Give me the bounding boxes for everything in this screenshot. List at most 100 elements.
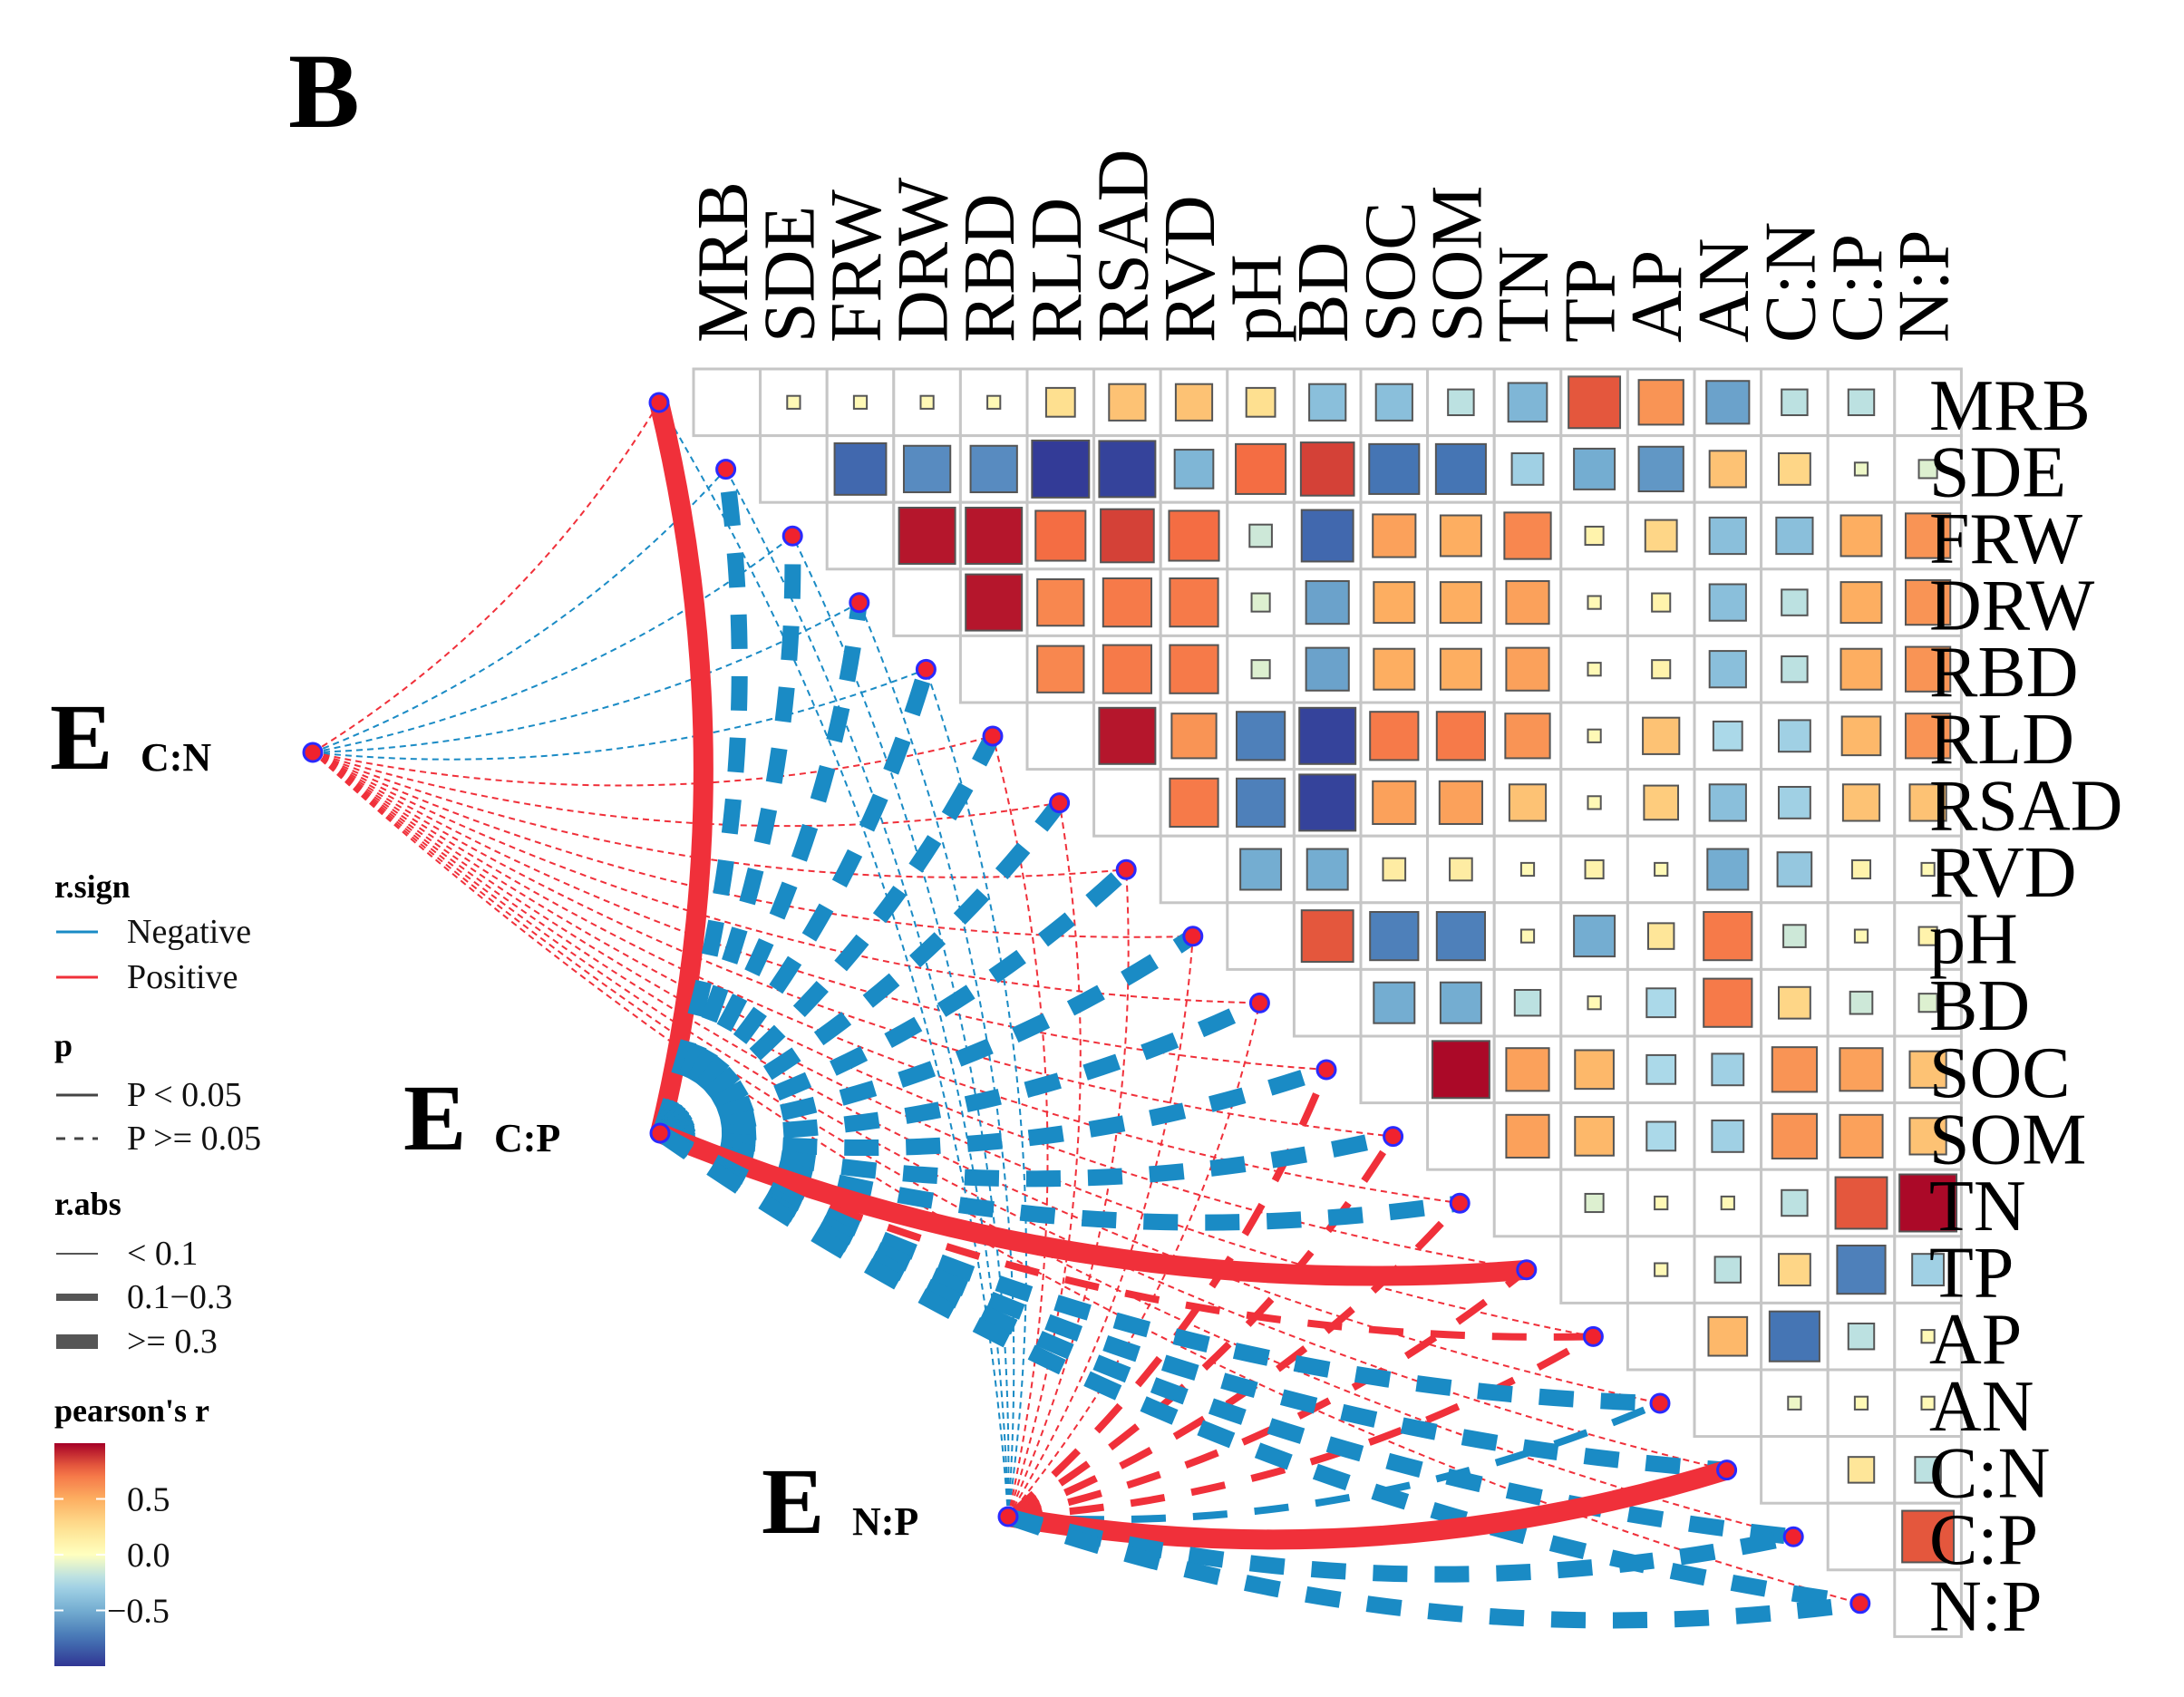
column-label: C:P (1818, 234, 1898, 343)
mantel-link (1007, 1400, 1662, 1524)
row-label: RVD (1929, 833, 2077, 913)
heatmap-square (1374, 383, 1413, 422)
heatmap-square (1708, 783, 1747, 822)
heatmap-square (1568, 375, 1622, 430)
variable-node (1049, 792, 1071, 814)
mantel-link (1005, 1134, 1396, 1520)
heatmap-square (986, 394, 1002, 410)
legend-label: Negative (127, 913, 251, 951)
heatmap-cell (1893, 367, 1963, 438)
heatmap-square (1250, 592, 1271, 613)
variable-node (1516, 1259, 1538, 1281)
variable-node (1849, 1593, 1871, 1615)
heatmap-square (1781, 655, 1809, 684)
heatmap-cell (958, 634, 1029, 704)
mantel-link (657, 1125, 1461, 1231)
heatmap-square (1645, 1053, 1677, 1085)
heatmap-square (1771, 1046, 1819, 1093)
mantel-link (312, 752, 1060, 828)
heatmap-square (1708, 516, 1747, 556)
heatmap-square (1853, 1395, 1869, 1411)
heatmap-cell (1559, 967, 1629, 1038)
heatmap-square (1920, 1395, 1936, 1411)
heatmap-square (1646, 922, 1675, 950)
variable-node (1248, 992, 1270, 1013)
heatmap-square (1853, 461, 1869, 477)
heatmap-square (1839, 581, 1883, 625)
heatmap-cell (1359, 1034, 1430, 1105)
variable-node (1649, 1392, 1671, 1414)
mantel-link (1007, 1266, 1529, 1520)
heatmap-square (1574, 1116, 1615, 1157)
heatmap-square (1908, 783, 1947, 822)
heatmap-square (1711, 1119, 1745, 1153)
mantel-link (655, 1126, 1862, 1612)
row-label: C:P (1929, 1500, 2038, 1580)
mantel-group-subscript: C:N (141, 735, 211, 780)
column-label: RBD (950, 194, 1030, 344)
heatmap-square (1642, 716, 1681, 755)
heatmap-square (1235, 711, 1286, 761)
heatmap-square (1508, 783, 1548, 822)
heatmap-square (919, 394, 935, 410)
heatmap-square (1836, 1244, 1887, 1295)
mantel-link (724, 469, 1009, 1518)
heatmap-square (1777, 785, 1811, 819)
mantel-link (312, 752, 1393, 1138)
mantel-link (655, 732, 1001, 1140)
mantel-link (655, 1123, 1528, 1286)
mantel-link (312, 535, 793, 753)
heatmap-square (1708, 450, 1747, 489)
column-label: AP (1617, 250, 1697, 343)
mantel-link (1005, 1508, 1796, 1583)
legend-label: Positive (127, 958, 238, 996)
heatmap-square (1372, 513, 1417, 558)
heatmap-square (1839, 1113, 1884, 1159)
column-label: SDE (750, 206, 830, 343)
heatmap-square (1098, 440, 1157, 499)
mantel-group-subscript: N:P (852, 1499, 918, 1544)
heatmap-cell (1760, 1435, 1830, 1505)
legend-title: p (54, 1027, 73, 1063)
heatmap-square (1654, 1195, 1669, 1211)
heatmap-square (833, 441, 888, 496)
heatmap-square (1776, 851, 1813, 887)
heatmap-square (1169, 577, 1219, 628)
heatmap-square (1108, 383, 1147, 422)
heatmap-square (1904, 578, 1952, 626)
heatmap-square (1777, 451, 1811, 486)
colorbar-tick-label: 0.5 (127, 1481, 170, 1519)
heatmap-cell (1159, 834, 1229, 905)
heatmap-square (1908, 1117, 1947, 1156)
heatmap-square (1373, 981, 1416, 1024)
mantel-link (312, 402, 660, 753)
correlation-heatmap (692, 367, 1963, 1638)
mantel-link (1006, 1460, 1730, 1550)
mantel-link (1007, 1003, 1261, 1518)
heatmap-square (1920, 1329, 1936, 1344)
heatmap-square (898, 507, 956, 565)
group-node (649, 1122, 671, 1144)
heatmap-cell (1760, 634, 1830, 704)
heatmap-cell (1426, 1101, 1496, 1171)
heatmap-square (1169, 777, 1219, 829)
mantel-link (655, 1126, 1728, 1479)
heatmap-square (1645, 1120, 1677, 1152)
heatmap-square (1645, 987, 1677, 1019)
row-label: AP (1929, 1300, 2022, 1380)
variable-node (915, 658, 937, 680)
heatmap-square (1507, 382, 1548, 423)
heatmap-square (1248, 523, 1273, 548)
heatmap-square (1839, 647, 1883, 691)
heatmap-square (965, 507, 1024, 565)
row-label: SOC (1929, 1033, 2071, 1113)
heatmap-square (1431, 1040, 1490, 1100)
heatmap-square (1308, 383, 1347, 422)
row-label: FRW (1929, 499, 2082, 579)
heatmap-square (1643, 784, 1680, 821)
heatmap-square (1369, 910, 1420, 962)
heatmap-square (1305, 646, 1350, 692)
row-label: RSAD (1929, 766, 2122, 846)
